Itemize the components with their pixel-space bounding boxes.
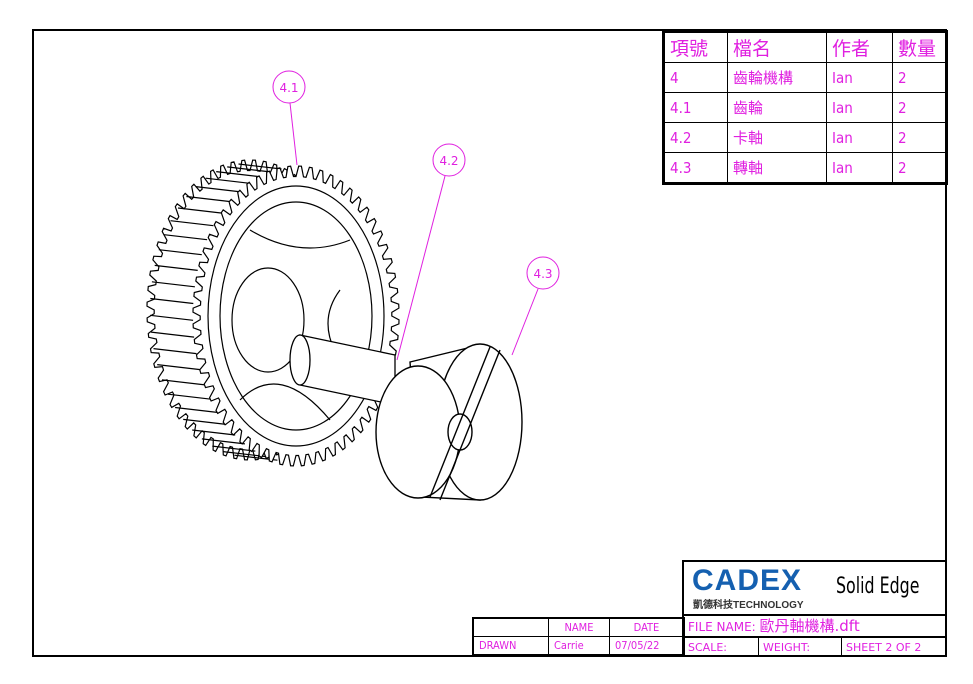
gear-tooth-line: [238, 163, 282, 170]
file-name-row: FILE NAME: 歐丹軸機構.dft: [684, 616, 945, 638]
weight-label: WEIGHT:: [759, 638, 842, 657]
cell: 4: [663, 62, 728, 93]
cell: 4.3: [663, 152, 728, 184]
cell: Ian: [826, 92, 893, 123]
balloon-4-2: 4.2: [432, 143, 466, 177]
gear-tooth-line: [153, 348, 197, 355]
gear-tooth-line: [175, 406, 219, 414]
gear-tooth-line: [161, 379, 206, 386]
cell: 2: [892, 62, 947, 93]
cell: 卡軸: [727, 122, 827, 153]
gear-tooth-line: [183, 418, 227, 425]
gear-tooth-line: [186, 195, 230, 203]
svg-text:4.2: 4.2: [439, 154, 458, 168]
gear-tooth-line: [154, 264, 198, 271]
file-name: 歐丹軸機構.dft: [759, 617, 860, 635]
software-name: Solid Edge: [836, 574, 920, 599]
gear-tooth-line: [151, 281, 195, 288]
balloon-4-1: 4.1: [272, 70, 306, 104]
header-item-no: 項號: [663, 31, 728, 63]
gear-tooth-line: [216, 171, 260, 178]
cadex-logo-subtitle: 凱德科技TECHNOLOGY: [693, 600, 804, 611]
drawn-date: 07/05/22: [609, 636, 685, 656]
cell: Ian: [826, 152, 893, 184]
drawn-label: DRAWN: [472, 636, 549, 656]
gear-tooth-line: [205, 177, 249, 184]
cell: Ian: [826, 122, 893, 153]
title-block: CADEX 凱德科技TECHNOLOGY Solid Edge FILE NAM…: [682, 560, 947, 657]
cell: 轉軸: [727, 152, 827, 184]
svg-text:4.3: 4.3: [533, 267, 552, 281]
gear-tooth-line: [167, 393, 212, 400]
gear-tooth-line: [150, 314, 194, 321]
cell: 齒輪: [727, 92, 827, 123]
drawing-frame: [32, 29, 947, 657]
shaft-4-2: [289, 334, 396, 406]
cell: Ian: [826, 62, 893, 93]
cell: 齒輪機構: [727, 62, 827, 93]
sheet-number: SHEET 2 OF 2: [846, 641, 922, 654]
gear-tooth-line: [170, 220, 214, 227]
gear-rim: [207, 185, 385, 447]
balloon-4-3: 4.3: [526, 256, 560, 290]
gear-tooth-line: [192, 429, 236, 436]
header-quantity: 數量: [892, 31, 947, 63]
cell: 4.1: [663, 92, 728, 123]
gear-tooth-line: [227, 166, 271, 173]
table-header: 項號 檔名 作者 數量: [663, 31, 947, 63]
drawn-name: Carrie: [548, 636, 610, 656]
gear-tooth-line: [151, 331, 195, 338]
gear-tooth-line: [195, 186, 239, 193]
blank-cell: [472, 617, 549, 637]
name-header: NAME: [548, 617, 610, 637]
scale-label: SCALE:: [684, 638, 759, 657]
gear-tooth-line: [212, 445, 256, 452]
disc-4-3: [375, 343, 523, 501]
gear-tooth-line: [201, 438, 245, 445]
cell: 2: [892, 92, 947, 123]
cell: 2: [892, 122, 947, 153]
date-header: DATE: [609, 617, 685, 637]
header-author: 作者: [826, 31, 893, 63]
gear-tooth-line: [157, 364, 201, 371]
cell: 2: [892, 152, 947, 184]
gear-hub: [231, 267, 305, 373]
gear-inner-rim: [219, 201, 373, 431]
header-file-name: 檔名: [727, 31, 827, 63]
gear-4-1: [146, 159, 400, 467]
svg-text:4.1: 4.1: [279, 81, 298, 95]
gear-tooth-line: [150, 297, 194, 305]
gear-tooth-line: [158, 249, 202, 256]
file-name-label: FILE NAME:: [688, 620, 756, 634]
gear-tooth-line: [177, 207, 222, 214]
gear-tooth-line: [164, 234, 208, 241]
cadex-logo: CADEX: [692, 564, 803, 597]
cell: 4.2: [663, 122, 728, 153]
company-logo: CADEX 凱德科技TECHNOLOGY Solid Edge: [684, 562, 945, 616]
leader-lines: [289, 102, 539, 361]
